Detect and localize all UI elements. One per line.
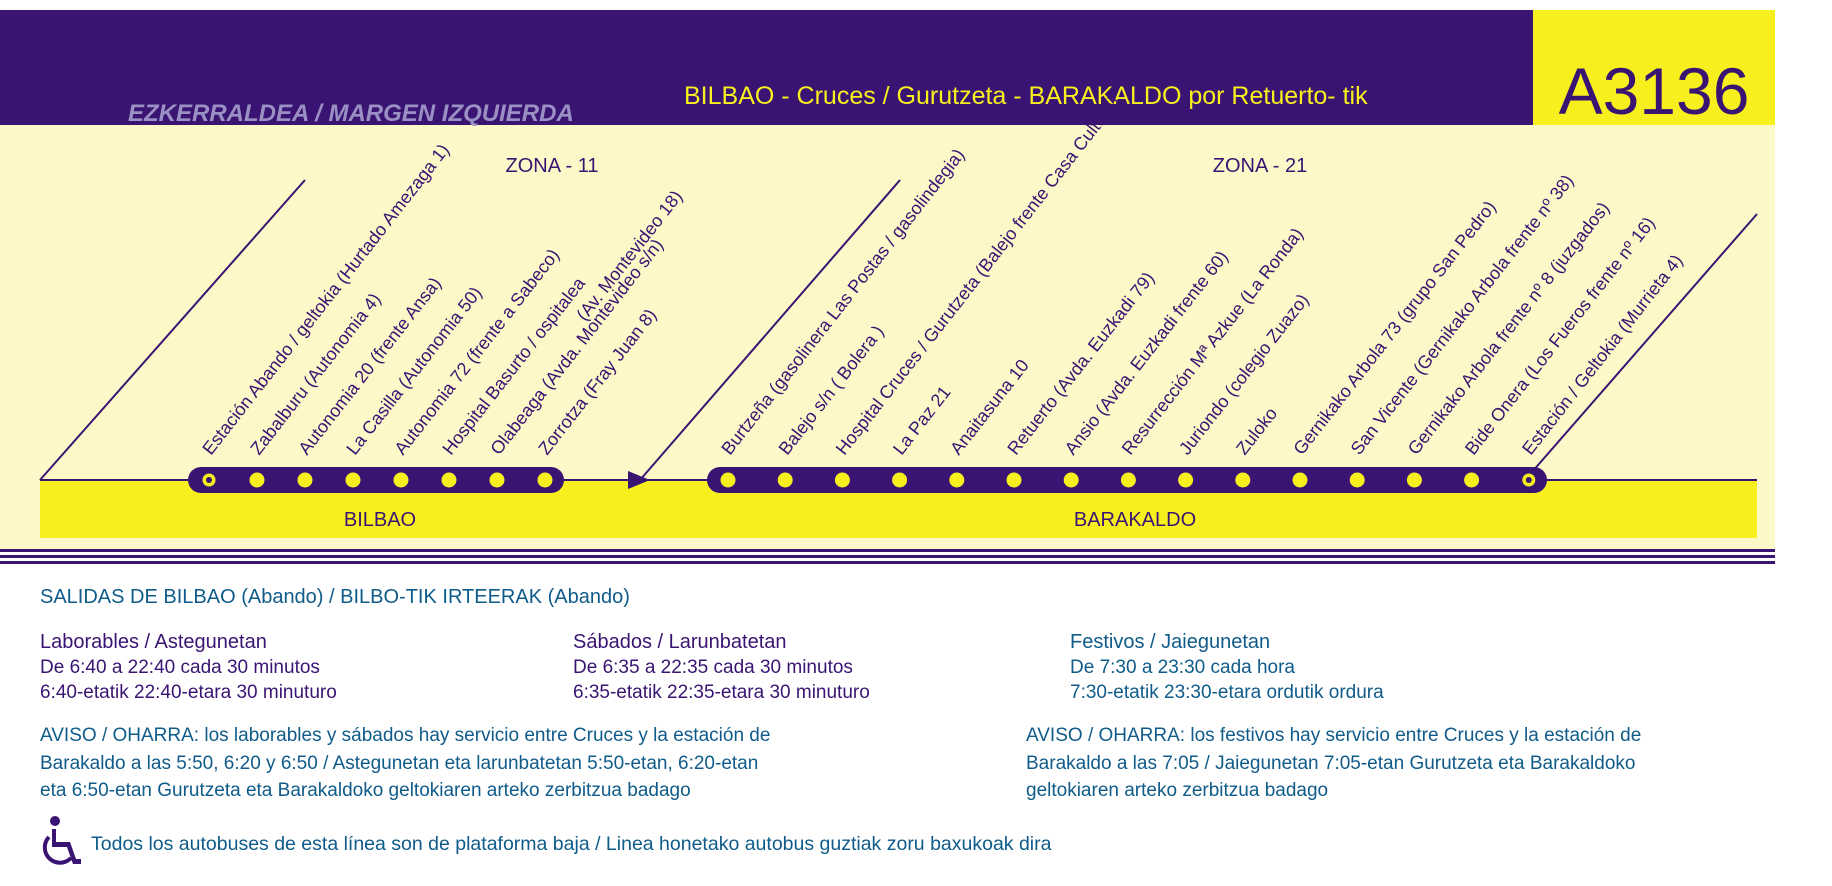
notice-line: Barakaldo a las 5:50, 6:20 y 6:50 / Aste… xyxy=(40,752,759,774)
route-code: A3136 xyxy=(1558,54,1750,128)
divider-line xyxy=(0,561,1775,564)
schedule-laborables-title: Laborables / Astegunetan xyxy=(40,631,267,653)
divider-line xyxy=(0,555,1775,558)
stop-dot xyxy=(1235,472,1251,488)
stop-dot xyxy=(949,472,965,488)
stop-label: Balejo s/n ( Bolera ) xyxy=(775,322,888,459)
zone-label: ZONA - 21 xyxy=(1213,155,1307,177)
route-diagonal xyxy=(39,179,306,481)
notice-line: Barakaldo a las 7:05 / Jaiegunetan 7:05-… xyxy=(1026,752,1636,774)
route-diagonal xyxy=(639,179,901,481)
wheelchair-icon xyxy=(42,816,81,865)
zone-label: ZONA - 11 xyxy=(506,155,599,177)
stop-dot xyxy=(249,472,265,488)
schedule-laborables-line: De 6:40 a 22:40 cada 30 minutos xyxy=(40,657,320,678)
stop-dot xyxy=(1349,472,1365,488)
stop-dot xyxy=(297,472,313,488)
stops-layer: Estación Abando / geltokia (Hurtado Amez… xyxy=(198,92,1687,488)
terminal-stop-marker xyxy=(206,477,212,483)
stop-dot xyxy=(1120,472,1136,488)
stop-dot xyxy=(834,472,850,488)
municipality-label: BARAKALDO xyxy=(1074,509,1196,531)
stop-dot xyxy=(777,472,793,488)
stop-dot xyxy=(393,472,409,488)
accessibility-note: Todos los autobuses de esta línea son de… xyxy=(91,833,1052,855)
stop-bar-bilbao xyxy=(188,467,564,493)
municipality-label: BILBAO xyxy=(344,509,416,531)
stop-label: Gernikako Arbola frente nº 8 (juzgados) xyxy=(1404,198,1614,458)
route-title: BILBAO - Cruces / Gurutzeta - BARAKALDO … xyxy=(684,82,1368,110)
notice-right: AVISO / OHARRA: los festivos hay servici… xyxy=(1026,722,1641,805)
region-title: EZKERRALDEA / MARGEN IZQUIERDA xyxy=(128,100,574,127)
notice-left: AVISO / OHARRA: los laborables y sábados… xyxy=(40,722,770,805)
stop-dot xyxy=(720,472,736,488)
stop-dot xyxy=(892,472,908,488)
divider-line xyxy=(0,549,1775,552)
schedule-festivos-title: Festivos / Jaiegunetan xyxy=(1070,631,1271,653)
terminal-stop-marker xyxy=(1525,477,1532,483)
stop-dot xyxy=(489,472,505,488)
stop-label: La Paz 21 xyxy=(889,382,955,458)
notice-line: AVISO / OHARRA: los laborables y sábados… xyxy=(40,725,771,746)
stop-dot xyxy=(1406,472,1422,488)
notice-line: AVISO / OHARRA: los festivos hay servici… xyxy=(1026,725,1642,746)
stop-dot xyxy=(345,472,361,488)
schedule-heading: SALIDAS DE BILBAO (Abando) / BILBO-TIK I… xyxy=(40,586,630,608)
header-band xyxy=(0,10,1775,125)
stop-dot xyxy=(1063,472,1079,488)
schedule-sabados-title: Sábados / Larunbatetan xyxy=(573,631,787,653)
stop-label: Olabeaga (Avda. Montevideo s/n) xyxy=(486,235,667,458)
notice-line: geltokiaren arteko zerbitzua badago xyxy=(1026,780,1329,801)
stop-dot xyxy=(1178,472,1194,488)
stop-label-extra: (Av. Montevideo 18) xyxy=(572,187,686,325)
schedule-sabados-line: De 6:35 a 22:35 cada 30 minutos xyxy=(573,657,853,678)
stop-dot xyxy=(1292,472,1308,488)
stop-dot xyxy=(441,472,457,488)
direction-arrow-icon xyxy=(628,471,650,489)
route-code-box xyxy=(1533,10,1775,125)
route-diagonal xyxy=(1524,213,1758,481)
stop-dot xyxy=(1464,472,1480,488)
stop-dot xyxy=(537,472,553,488)
schedule-festivos-line: De 7:30 a 23:30 cada hora xyxy=(1070,657,1296,678)
stop-label: Zuloko xyxy=(1232,404,1281,459)
notice-line: eta 6:50-etan Gurutzeta eta Barakaldoko … xyxy=(40,780,691,801)
schedule-laborables-line: 6:40-etatik 22:40-etara 30 minuturo xyxy=(40,682,337,703)
stop-dot xyxy=(1006,472,1022,488)
schedule-festivos-line: 7:30-etatik 23:30-etara ordutik ordura xyxy=(1070,682,1384,703)
schedule-sabados-line: 6:35-etatik 22:35-etara 30 minuturo xyxy=(573,682,870,703)
stop-label: Gernikako Arbola 73 (grupo San Pedro) xyxy=(1289,197,1499,458)
